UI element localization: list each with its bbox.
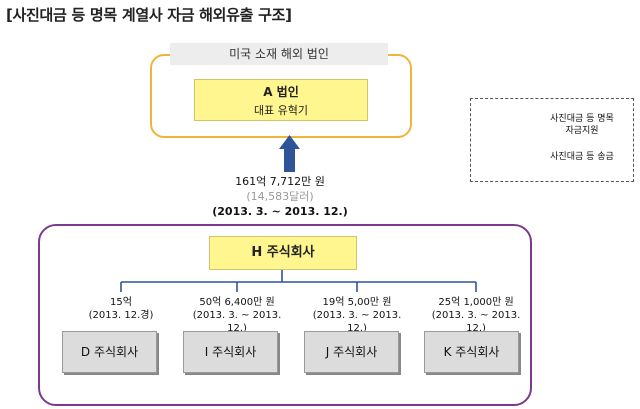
- subsidiary-d-amount: 15억: [110, 297, 132, 308]
- subsidiary-k-label: 25억 1,000만 원 (2013. 3. ~ 2013. 12.): [421, 296, 531, 335]
- transfer-amount-usd: (14,583달러): [246, 190, 314, 203]
- legend-thin-label-line2: 자금지원: [565, 126, 599, 136]
- legend-thin-label: 사진대금 등 명목 자금지원: [535, 113, 629, 137]
- a-corp-box: A 법인 대표 유혁기: [194, 79, 368, 121]
- subsidiary-k-box: K 주식회사: [424, 331, 519, 373]
- subsidiary-d-box: D 주식회사: [62, 331, 157, 373]
- subsidiary-k-amount: 25억 1,000만 원: [438, 297, 514, 308]
- thick-transfer-arrow: [279, 135, 300, 172]
- diagram-title: [사진대금 등 명목 계열사 자금 해외유출 구조]: [6, 6, 292, 24]
- subsidiary-i-box: I 주식회사: [183, 331, 278, 373]
- us-entity-label: 미국 소재 해외 법인: [170, 43, 388, 65]
- subsidiary-k-period: (2013. 3. ~ 2013. 12.): [431, 310, 521, 334]
- subsidiary-i-label: 50억 6,400만 원 (2013. 3. ~ 2013. 12.): [182, 296, 292, 335]
- support-tree-lines: [120, 269, 477, 292]
- transfer-period: (2013. 3. ~ 2013. 12.): [212, 205, 348, 218]
- a-corp-name: A 법인: [263, 85, 299, 99]
- subsidiary-d-period: (2013. 12.경): [88, 310, 154, 321]
- legend-thin-label-line1: 사진대금 등 명목: [550, 114, 614, 124]
- transfer-amount-block: 161억 7,712만 원 (14,583달러) (2013. 3. ~ 201…: [180, 174, 380, 219]
- legend-thick-label: 사진대금 등 송금: [550, 152, 614, 162]
- subsidiary-j-label: 19억 5,00만 원 (2013. 3. ~ 2013. 12.): [302, 296, 412, 335]
- subsidiary-i-period: (2013. 3. ~ 2013. 12.): [192, 310, 282, 334]
- subsidiary-i-amount: 50억 6,400만 원: [199, 297, 275, 308]
- transfer-amount-krw: 161억 7,712만 원: [235, 175, 325, 188]
- legend-box: 사진대금 등 명목 자금지원 사진대금 등 송금: [470, 98, 634, 182]
- h-group-box: [38, 224, 532, 406]
- subsidiary-j-box: J 주식회사: [304, 331, 399, 373]
- subsidiary-j-period: (2013. 3. ~ 2013. 12.): [312, 310, 402, 334]
- subsidiary-d-label: 15억 (2013. 12.경): [66, 296, 176, 322]
- a-corp-representative: 대표 유혁기: [253, 104, 309, 117]
- h-corp-box: H 주식회사: [209, 236, 357, 270]
- subsidiary-j-amount: 19억 5,00만 원: [322, 297, 392, 308]
